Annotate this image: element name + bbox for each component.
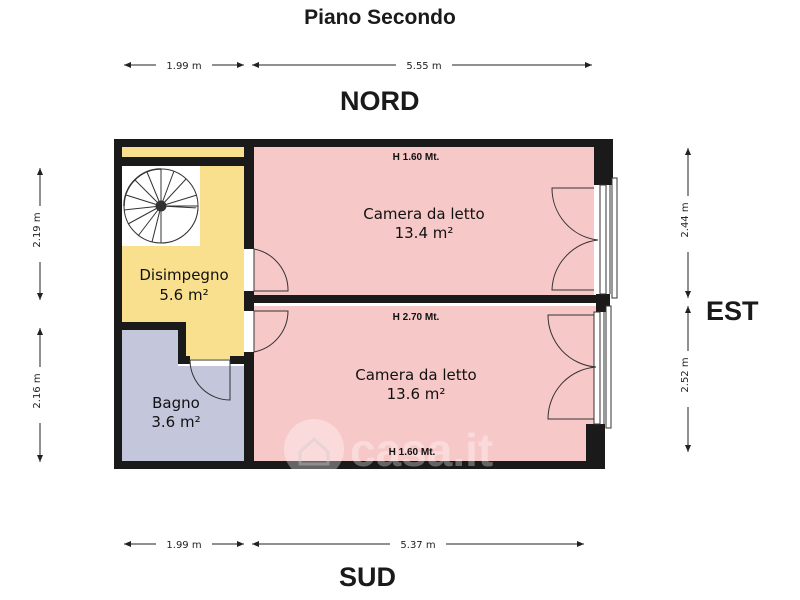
dimension-bottom-right: 5.37 m bbox=[252, 537, 584, 551]
walls bbox=[114, 139, 613, 469]
room-bagno bbox=[122, 330, 244, 461]
dimension-bottom-left: 1.99 m bbox=[124, 537, 244, 551]
dimension-right-upper: 2.44 m bbox=[680, 148, 695, 298]
french-door-camera-bottom bbox=[547, 314, 597, 420]
door-camera-top bbox=[253, 248, 289, 292]
compass-north: NORD bbox=[340, 86, 420, 116]
dimension-label: 5.55 m bbox=[406, 61, 441, 72]
room-area-disimpegno: 5.6 m² bbox=[159, 286, 208, 304]
spiral-staircase bbox=[122, 166, 200, 246]
room-name-camera-top: Camera da letto bbox=[363, 205, 484, 223]
height-label-camera-bottom-top: H 2.70 Mt. bbox=[393, 312, 440, 323]
dimension-right-lower: 2.52 m bbox=[680, 306, 695, 452]
dimension-label: 2.44 m bbox=[680, 202, 691, 237]
plan-title: Piano Secondo bbox=[304, 6, 456, 29]
dimension-label: 5.37 m bbox=[400, 540, 435, 551]
door-camera-bottom bbox=[253, 310, 289, 353]
window-east-lower bbox=[593, 305, 612, 429]
watermark-text: casa.it bbox=[350, 424, 493, 476]
room-camera-top bbox=[254, 147, 594, 295]
compass-east: EST bbox=[706, 296, 759, 326]
window-east-upper bbox=[599, 177, 618, 299]
dimension-label: 1.99 m bbox=[166, 61, 201, 72]
dimension-label: 1.99 m bbox=[166, 540, 201, 551]
room-name-bagno: Bagno bbox=[152, 394, 200, 412]
dimension-left-upper: 2.19 m bbox=[32, 168, 47, 300]
dimension-label: 2.19 m bbox=[32, 212, 43, 247]
compass-south: SUD bbox=[339, 562, 397, 592]
room-name-camera-bottom: Camera da letto bbox=[355, 366, 476, 384]
room-area-camera-bottom: 13.6 m² bbox=[387, 385, 446, 403]
dimension-label: 2.52 m bbox=[680, 357, 691, 392]
height-label-camera-top: H 1.60 Mt. bbox=[393, 152, 440, 163]
room-area-camera-top: 13.4 m² bbox=[395, 224, 454, 242]
door-bagno bbox=[189, 359, 231, 401]
room-area-bagno: 3.6 m² bbox=[151, 413, 200, 431]
dimension-top-left: 1.99 m bbox=[124, 58, 244, 72]
dimension-label: 2.16 m bbox=[32, 373, 43, 408]
watermark: casa.it bbox=[284, 419, 493, 479]
french-door-camera-top bbox=[551, 187, 599, 291]
room-name-disimpegno: Disimpegno bbox=[139, 266, 228, 284]
room-camera-bottom bbox=[254, 306, 596, 461]
dimension-left-lower: 2.16 m bbox=[32, 328, 47, 462]
height-label-camera-bottom-bottom: H 1.60 Mt. bbox=[389, 447, 436, 458]
dimension-top-right: 5.55 m bbox=[252, 58, 592, 72]
